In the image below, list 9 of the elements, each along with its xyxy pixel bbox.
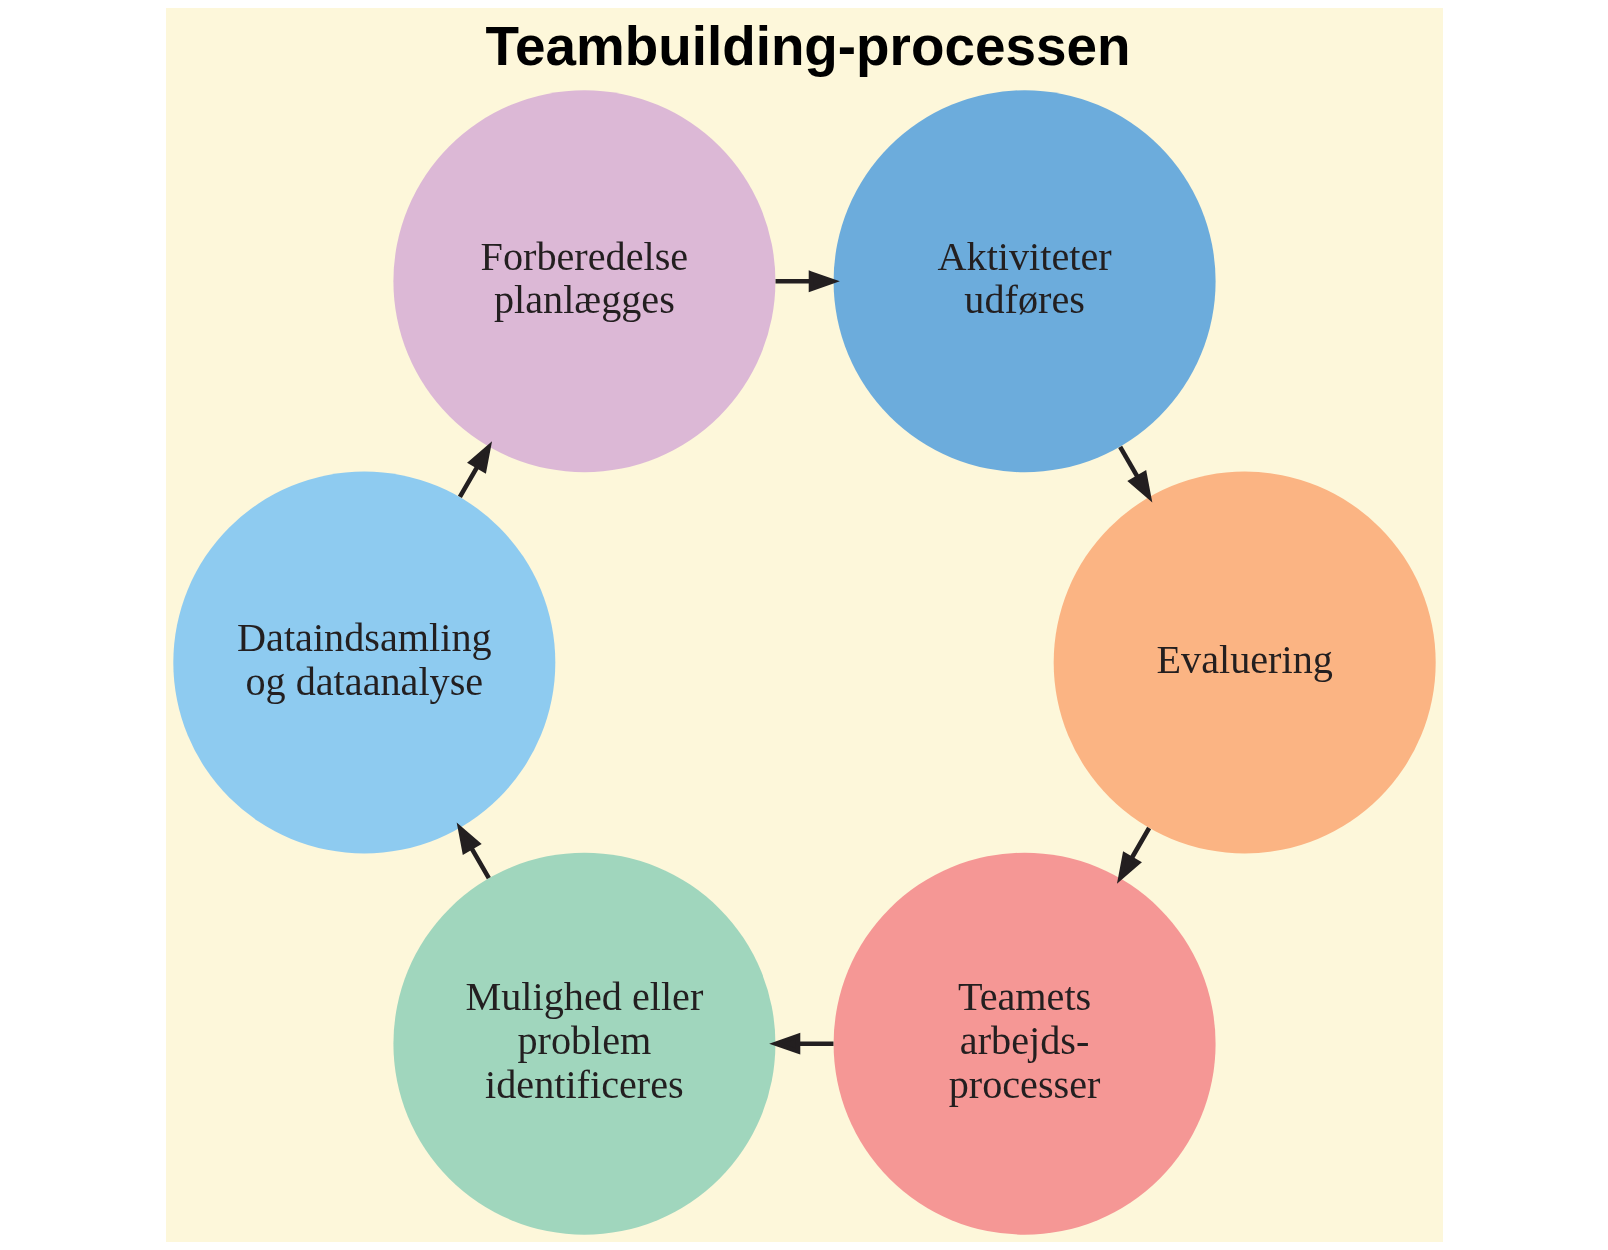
arrow: [1117, 445, 1152, 503]
arrow: [1116, 826, 1151, 884]
diagram-title: Teambuilding-processen: [485, 14, 1130, 77]
arrow: [768, 1032, 833, 1055]
arrow: [775, 270, 840, 293]
node-circle: Mulighed eller problem identificeres: [392, 852, 775, 1235]
node-circle: Aktiviteter udføres: [833, 90, 1216, 473]
arrow: [456, 822, 491, 880]
arrow: [457, 441, 492, 499]
